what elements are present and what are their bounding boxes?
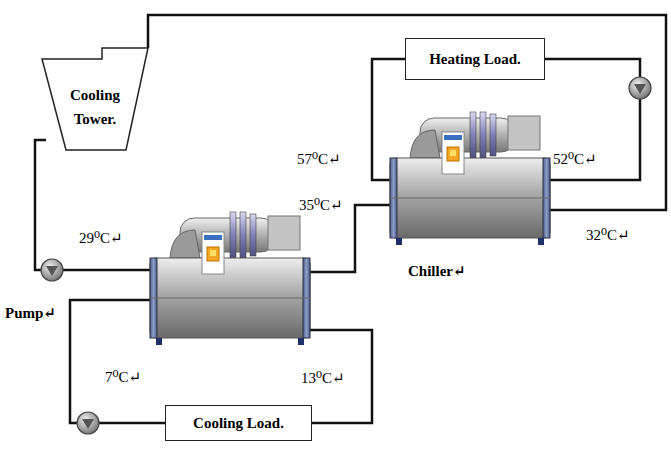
- panel-display: [444, 135, 462, 140]
- chiller-shell: [390, 158, 550, 238]
- motor-box: [268, 216, 300, 250]
- chiller-leg: [538, 238, 544, 245]
- panel-light: [210, 250, 216, 256]
- compressor-ring: [240, 212, 246, 258]
- motor-box: [508, 116, 540, 150]
- control-panel: [442, 132, 464, 174]
- pump-symbol: [629, 77, 651, 99]
- pump-casing: [41, 259, 63, 281]
- compressor-ring: [480, 112, 486, 158]
- chiller-leg: [298, 338, 304, 345]
- pipe-connector: [545, 59, 640, 180]
- pump-impeller: [634, 84, 646, 94]
- node-label: Heating Load.: [429, 50, 521, 68]
- panel-light: [450, 150, 456, 156]
- temperature-label: 7⁰C↵: [104, 368, 142, 386]
- temperature-label: 57⁰C↵: [296, 150, 342, 168]
- temperature-label: 35⁰C↵: [298, 196, 344, 214]
- temperature-label: 29⁰C↵: [78, 229, 124, 247]
- shell-seam: [150, 298, 310, 299]
- chiller-unit: [390, 112, 550, 245]
- chiller-unit-node: Chiller↵: [385, 100, 550, 282]
- compressor-ring: [230, 212, 236, 258]
- shell-seam: [390, 198, 550, 199]
- suction-pipe: [170, 230, 200, 258]
- control-panel: [202, 232, 224, 274]
- heating-load-box: Heating Load.: [405, 38, 545, 80]
- unit-label: Chiller↵: [408, 262, 466, 280]
- compressor-ring: [470, 112, 476, 158]
- chiller-leg: [396, 238, 402, 245]
- chiller-unit: [150, 212, 310, 345]
- tower-shape: [42, 48, 148, 150]
- compressor-ring: [490, 114, 496, 156]
- temperature-label: 13⁰C↵: [300, 369, 346, 387]
- temperature-label: 32⁰C↵: [585, 226, 631, 244]
- chiller-leg: [156, 338, 162, 345]
- pump-label: Pump↵: [4, 304, 57, 322]
- cooling-tower: Cooling Tower.: [38, 45, 152, 153]
- pump-casing: [77, 412, 99, 434]
- pipe-line: [35, 140, 152, 270]
- suction-pipe: [410, 130, 440, 158]
- node-label: Cooling Tower.: [62, 83, 128, 131]
- compressor-ring: [250, 214, 256, 256]
- pipe-line: [308, 205, 390, 272]
- pump-symbol: [77, 412, 99, 434]
- cooling-load-box: Cooling Load.: [165, 405, 312, 441]
- pump-impeller: [82, 419, 94, 429]
- panel-display: [204, 235, 222, 240]
- node-label: Cooling Load.: [193, 414, 284, 432]
- chiller-shell: [150, 258, 310, 338]
- temperature-label: 52⁰C↵: [552, 150, 598, 168]
- panel-screen: [447, 147, 459, 161]
- pump-symbol: [41, 259, 63, 281]
- panel-screen: [207, 247, 219, 261]
- pump-casing: [629, 77, 651, 99]
- pump-impeller: [46, 266, 58, 276]
